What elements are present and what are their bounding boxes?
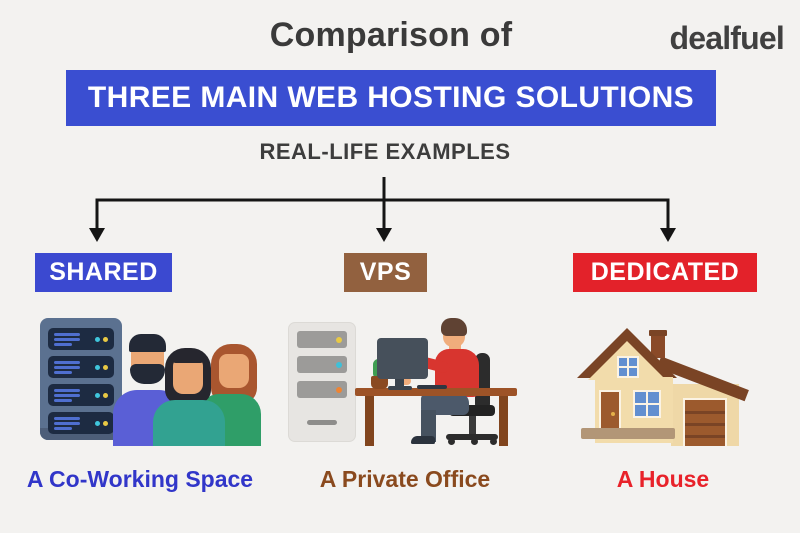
label-dedicated: DEDICATED	[573, 253, 757, 292]
house-base	[581, 428, 675, 439]
man-shin	[421, 410, 436, 442]
woman-teal-shirt	[153, 400, 225, 446]
arrowhead-left	[89, 228, 105, 242]
server-slot	[48, 356, 114, 378]
man-hair	[441, 318, 467, 336]
caption-shared: A Co-Working Space	[26, 466, 254, 492]
led-dot	[95, 365, 100, 370]
led-dot	[336, 337, 342, 343]
server-slot	[297, 331, 347, 348]
desk-leg	[365, 396, 374, 446]
led-dot	[95, 393, 100, 398]
man-hand	[399, 377, 411, 385]
office-chair-stem	[469, 416, 476, 436]
vps-hosting-illustration	[283, 315, 523, 446]
front-window	[633, 390, 661, 418]
man-hair	[129, 334, 166, 352]
dealfuel-logo: dealfuel	[669, 20, 784, 56]
server-slot	[48, 384, 114, 406]
arrowhead-center	[376, 228, 392, 242]
page-title: Comparison of	[269, 16, 513, 54]
monitor-stand	[395, 379, 404, 388]
label-shared: SHARED	[35, 253, 172, 292]
door-knob	[611, 412, 615, 416]
chair-wheel	[448, 438, 455, 445]
desk-leg	[499, 396, 508, 446]
server-rack-icon	[40, 318, 122, 440]
man-beard	[130, 364, 165, 384]
shared-hosting-illustration	[35, 312, 263, 446]
woman-face	[173, 358, 203, 394]
woman-face	[219, 354, 249, 388]
led-dot	[95, 337, 100, 342]
label-vps: VPS	[344, 253, 427, 292]
led-dot	[103, 337, 108, 342]
led-dot	[103, 421, 108, 426]
attic-window	[617, 356, 639, 378]
server-handle	[307, 420, 337, 425]
led-dot	[95, 421, 100, 426]
man-shoe	[411, 436, 435, 444]
office-chair-seat	[449, 405, 495, 416]
server-tower-icon	[288, 322, 356, 442]
led-dot	[336, 387, 342, 393]
led-dot	[336, 362, 342, 368]
keyboard-icon	[417, 385, 447, 389]
server-slot	[48, 328, 114, 350]
server-slot	[48, 412, 114, 434]
desk	[355, 388, 517, 396]
caption-vps: A Private Office	[319, 466, 491, 492]
woman-bangs	[171, 354, 205, 363]
monitor-foot	[388, 386, 412, 390]
subtitle: REAL-LIFE EXAMPLES	[259, 139, 511, 164]
main-heading-banner: THREE MAIN WEB HOSTING SOLUTIONS	[66, 70, 716, 126]
garage-door	[683, 398, 727, 446]
front-door	[599, 390, 621, 430]
monitor-icon	[377, 338, 428, 379]
led-dot	[103, 365, 108, 370]
dedicated-hosting-illustration	[575, 320, 760, 446]
server-slot	[297, 381, 347, 398]
tree-connector-arrows	[89, 177, 676, 242]
chair-wheel	[471, 438, 478, 445]
caption-dedicated: A House	[616, 466, 710, 492]
arrowhead-right	[660, 228, 676, 242]
plant-pot	[371, 376, 388, 389]
man-legs	[421, 393, 469, 415]
office-chair-base	[446, 434, 498, 440]
server-slot	[297, 356, 347, 373]
chair-wheel	[490, 438, 497, 445]
led-dot	[103, 393, 108, 398]
